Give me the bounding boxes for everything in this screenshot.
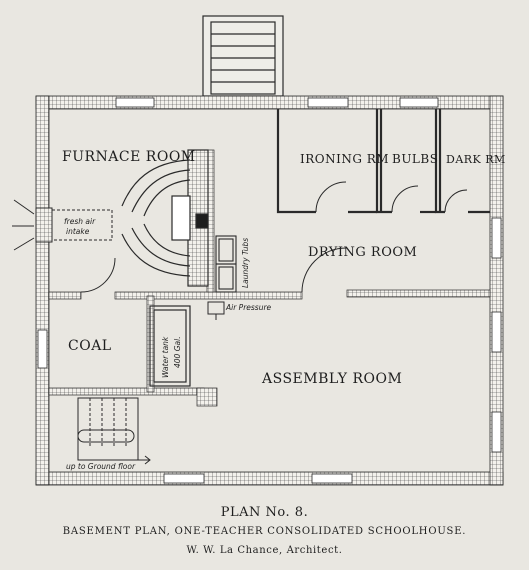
furnace <box>121 149 209 287</box>
assembly-room-label: ASSEMBLY ROOM <box>261 371 402 387</box>
service-room-walls <box>80 109 490 293</box>
stair-note-label: up to Ground floor <box>66 462 136 471</box>
windows <box>37 97 502 484</box>
fresh-air-intake <box>12 199 113 251</box>
air-pressure-label: Air Pressure <box>225 303 272 312</box>
water-tank <box>149 305 191 387</box>
fresh-air-label: fresh air <box>64 217 96 226</box>
plan-subtitle: BASEMENT PLAN, ONE-TEACHER CONSOLIDATED … <box>62 526 467 537</box>
architect-credit: W. W. La Chance, Architect. <box>186 545 343 556</box>
plan-title: PLAN No. 8. <box>220 505 309 520</box>
drying-room-label: DRYING ROOM <box>308 245 417 260</box>
air-pressure-tank <box>207 301 225 320</box>
dark-room-label: DARK RM <box>446 153 506 166</box>
exterior-walls <box>35 95 504 486</box>
floor-plan: FURNACE ROOM IRONING RM BULBS DARK RM DR… <box>12 15 506 486</box>
tank-capacity-label: 400 Gal. <box>173 336 182 368</box>
intake-label: intake <box>66 227 90 236</box>
exterior-stairway <box>202 15 284 97</box>
ironing-room-label: IRONING RM <box>300 152 389 166</box>
water-tank-label: Water tank <box>161 336 170 378</box>
interior-walls <box>48 149 491 407</box>
furnace-room-label: FURNACE ROOM <box>62 149 196 165</box>
bulbs-room-label: BULBS <box>392 152 438 166</box>
laundry-tubs <box>215 235 237 293</box>
coal-room-label: COAL <box>68 338 112 354</box>
laundry-tubs-label: Laundry Tubs <box>241 238 250 288</box>
interior-stairway <box>77 397 151 465</box>
